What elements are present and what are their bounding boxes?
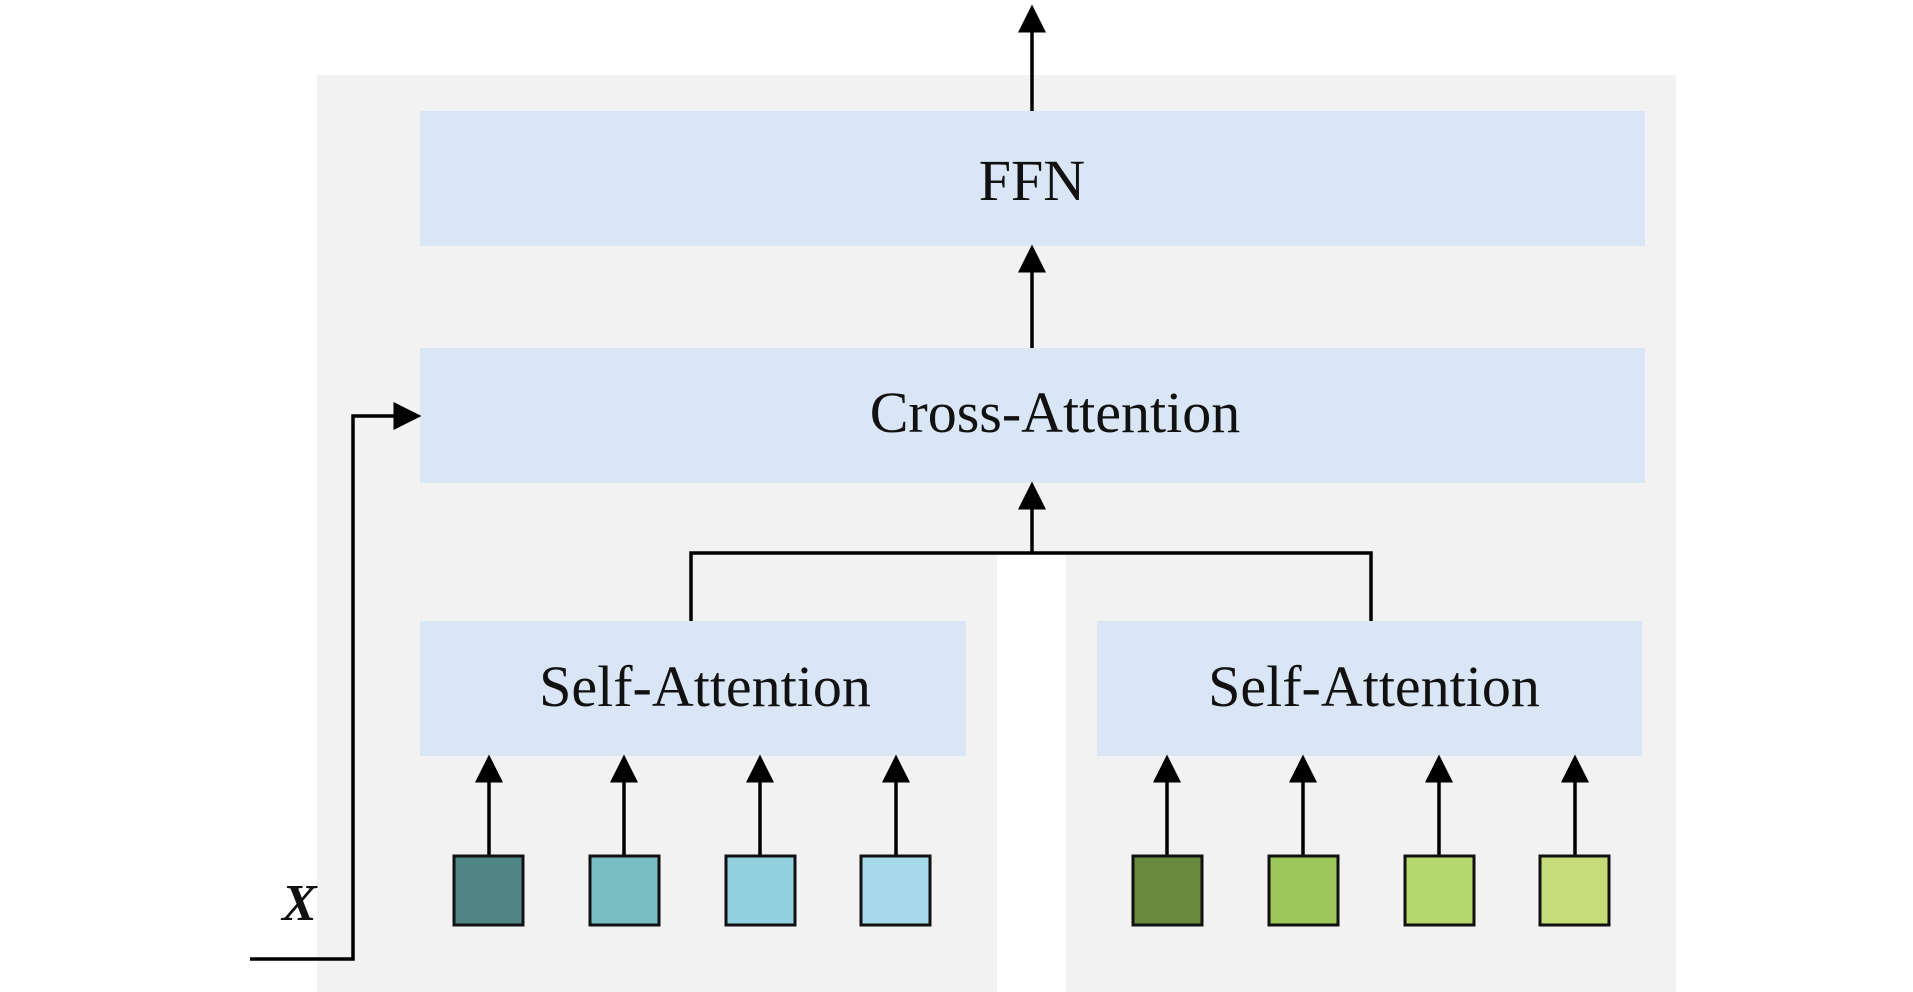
cross-attention-label: Cross-Attention [870,380,1241,445]
x-input-label: X [280,875,318,932]
token-left-4 [859,854,932,927]
token-left-1 [452,854,525,927]
self-attention-label-right: Self-Attention [1208,654,1540,719]
ffn-label: FFN [979,148,1085,213]
ffn-block [420,111,1645,246]
self-attention-block-right [1097,621,1642,756]
token-left-2 [588,854,661,927]
cross-attention-block [420,348,1645,483]
token-left-3 [724,854,797,927]
self-attention-label-left: Self-Attention [539,654,871,719]
token-right-2 [1267,854,1340,927]
token-right-4 [1538,854,1611,927]
x-input-arrow [250,402,422,961]
token-right-1 [1131,854,1204,927]
self-attention-block-left [420,621,966,756]
token-right-3 [1403,854,1476,927]
